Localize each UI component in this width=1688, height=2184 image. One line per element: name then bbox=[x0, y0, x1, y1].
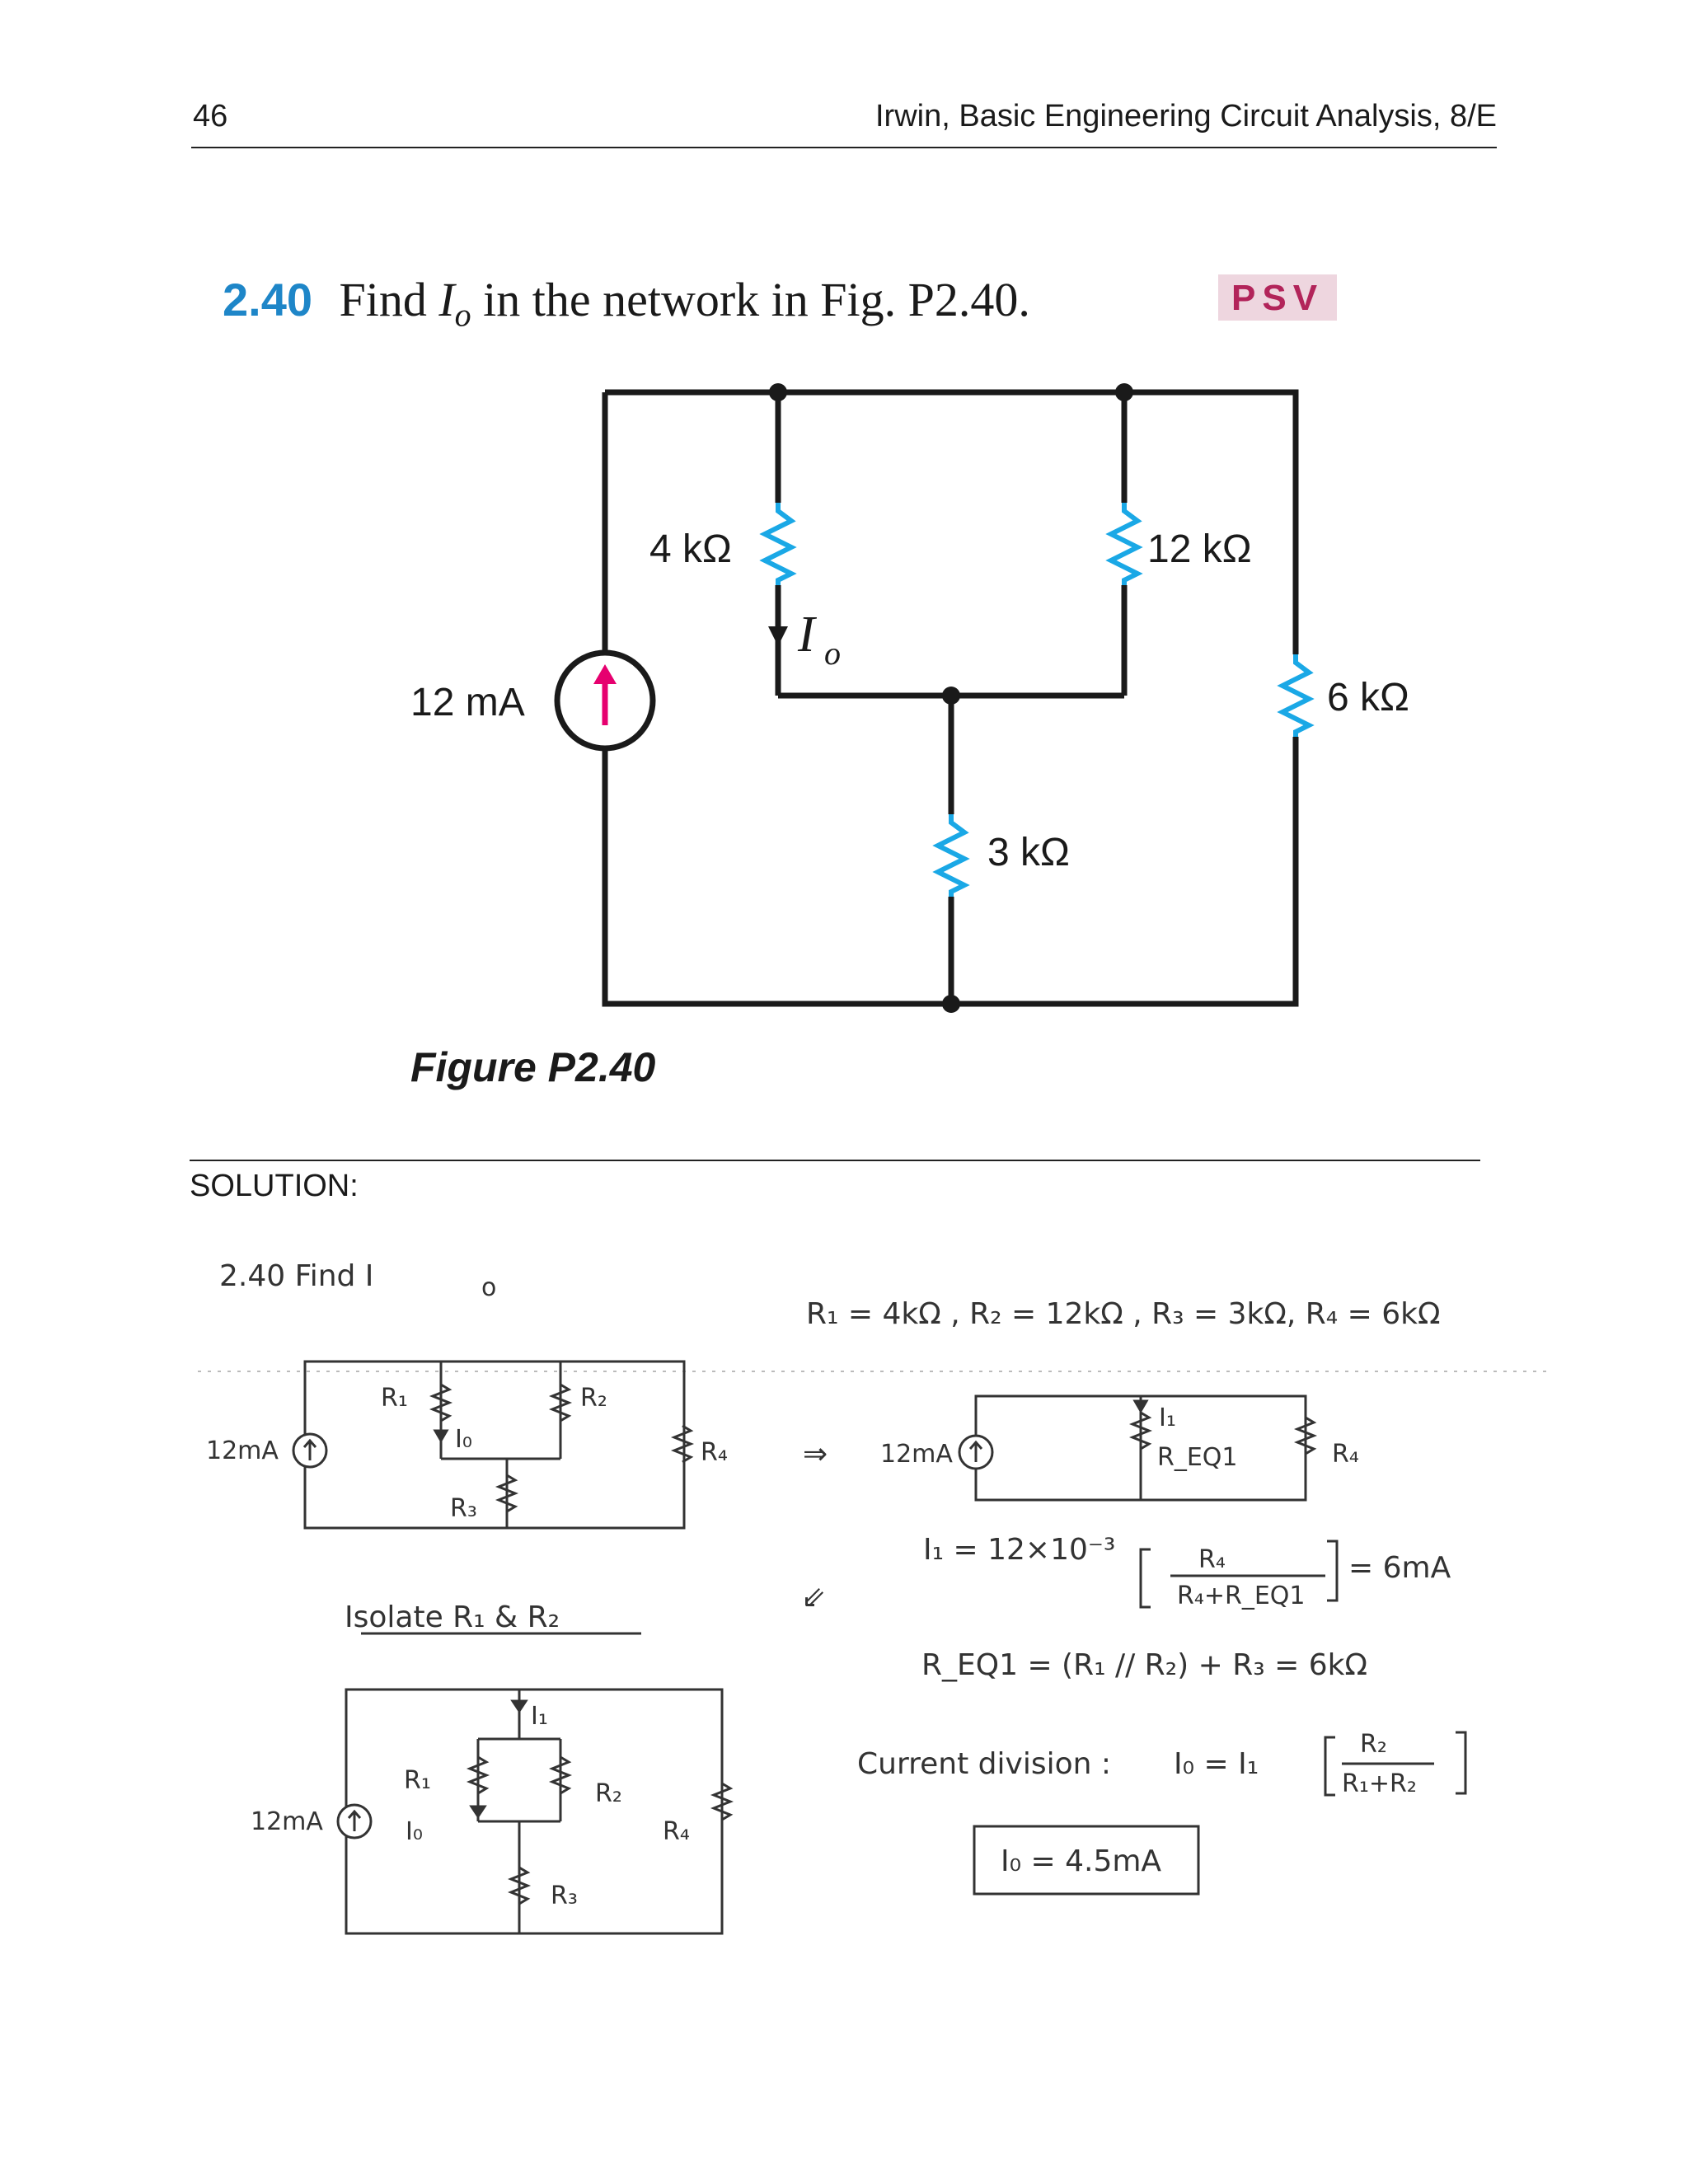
hw-cd-eq: I₀ = I₁ bbox=[1174, 1747, 1259, 1781]
problem-text-before: Find bbox=[339, 273, 439, 326]
hw-src2: 12mA bbox=[880, 1440, 953, 1469]
hw-answer: I₀ = 4.5mA bbox=[1001, 1844, 1161, 1878]
hw-src1: 12mA bbox=[206, 1436, 279, 1465]
hw-iob: I₀ bbox=[406, 1817, 423, 1846]
hw-values: R₁ = 4kΩ , R₂ = 12kΩ , R₃ = 3kΩ, R₄ = 6k… bbox=[806, 1297, 1440, 1331]
hw-src3: 12mA bbox=[251, 1807, 323, 1836]
hw-i1-result: = 6mA bbox=[1348, 1551, 1451, 1585]
node-dot bbox=[942, 995, 960, 1013]
hw-r2b: R₂ bbox=[595, 1779, 622, 1808]
hw-r4: R₄ bbox=[701, 1438, 728, 1467]
handwritten-solution: 2.40 Find I o R₁ = 4kΩ , R₂ = 12kΩ , R₃ … bbox=[198, 1259, 1550, 1935]
resistor-12k bbox=[1105, 503, 1143, 585]
hw-cd-num: R₂ bbox=[1360, 1730, 1387, 1759]
node-dot bbox=[942, 687, 960, 705]
problem-var: I bbox=[438, 273, 455, 326]
hw-r4b: R₄ bbox=[1332, 1440, 1359, 1469]
resistor-6k bbox=[1277, 654, 1315, 737]
problem-var-sub: o bbox=[454, 296, 471, 334]
problem-statement: 2.40 Find Io in the network in Fig. P2.4… bbox=[223, 272, 1030, 335]
solution-label: SOLUTION: bbox=[190, 1169, 359, 1203]
io-arrow-icon bbox=[768, 626, 788, 646]
r3k-label: 3 kΩ bbox=[987, 831, 1070, 874]
node-dot bbox=[1115, 383, 1133, 401]
hw-r3: R₃ bbox=[450, 1494, 477, 1523]
hw-title: 2.40 Find I bbox=[219, 1259, 373, 1293]
problem-number: 2.40 bbox=[223, 274, 312, 326]
hw-i1: I₁ bbox=[1159, 1404, 1176, 1432]
circuit-figure: 12 mA 4 kΩ 12 kΩ 6 kΩ 3 kΩ I o bbox=[410, 383, 1409, 1013]
hw-arrow-left: ⇙ bbox=[801, 1581, 826, 1615]
hw-arrow-right: ⇒ bbox=[803, 1437, 828, 1471]
hw-req-eq: R_EQ1 = (R₁ // R₂) + R₃ = 6kΩ bbox=[921, 1648, 1367, 1682]
hw-title-sub: o bbox=[481, 1273, 496, 1302]
solution-rule bbox=[190, 1160, 1480, 1161]
resistor-4k bbox=[759, 503, 797, 585]
source-label: 12 mA bbox=[410, 681, 525, 724]
hw-cd-den: R₁+R₂ bbox=[1342, 1769, 1417, 1798]
hw-cd-label: Current division : bbox=[857, 1747, 1111, 1781]
node-dot bbox=[769, 383, 787, 401]
r6k-label: 6 kΩ bbox=[1327, 676, 1409, 719]
problem-text-after: in the network in Fig. P2.40. bbox=[471, 273, 1030, 326]
hw-r2: R₂ bbox=[580, 1384, 607, 1413]
header-rule bbox=[191, 147, 1497, 148]
hw-i1-den: R₄+R_EQ1 bbox=[1177, 1582, 1306, 1610]
hw-r1b: R₁ bbox=[404, 1766, 431, 1795]
figure-caption: Figure P2.40 bbox=[410, 1044, 656, 1090]
book-title: Irwin, Basic Engineering Circuit Analysi… bbox=[875, 99, 1497, 134]
resistor-3k bbox=[932, 814, 970, 897]
r12k-label: 12 kΩ bbox=[1147, 527, 1252, 571]
hw-i1-eq-left: I₁ = 12×10⁻³ bbox=[923, 1533, 1115, 1567]
hw-isolate: Isolate R₁ & R₂ bbox=[345, 1601, 560, 1634]
hw-i1b: I₁ bbox=[531, 1702, 548, 1731]
circuit-wires bbox=[602, 389, 1299, 1007]
r4k-label: 4 kΩ bbox=[649, 527, 732, 571]
io-sub-label: o bbox=[824, 635, 841, 672]
io-label: I bbox=[797, 607, 818, 663]
hw-r3b: R₃ bbox=[551, 1882, 578, 1910]
page-number: 46 bbox=[193, 99, 228, 134]
hw-req1: R_EQ1 bbox=[1157, 1443, 1238, 1472]
psv-badge: PSV bbox=[1218, 274, 1338, 321]
hw-r1: R₁ bbox=[381, 1384, 408, 1413]
hw-r4c: R₄ bbox=[663, 1817, 690, 1846]
hw-i1-num: R₄ bbox=[1198, 1545, 1226, 1574]
hw-io: I₀ bbox=[455, 1425, 472, 1454]
